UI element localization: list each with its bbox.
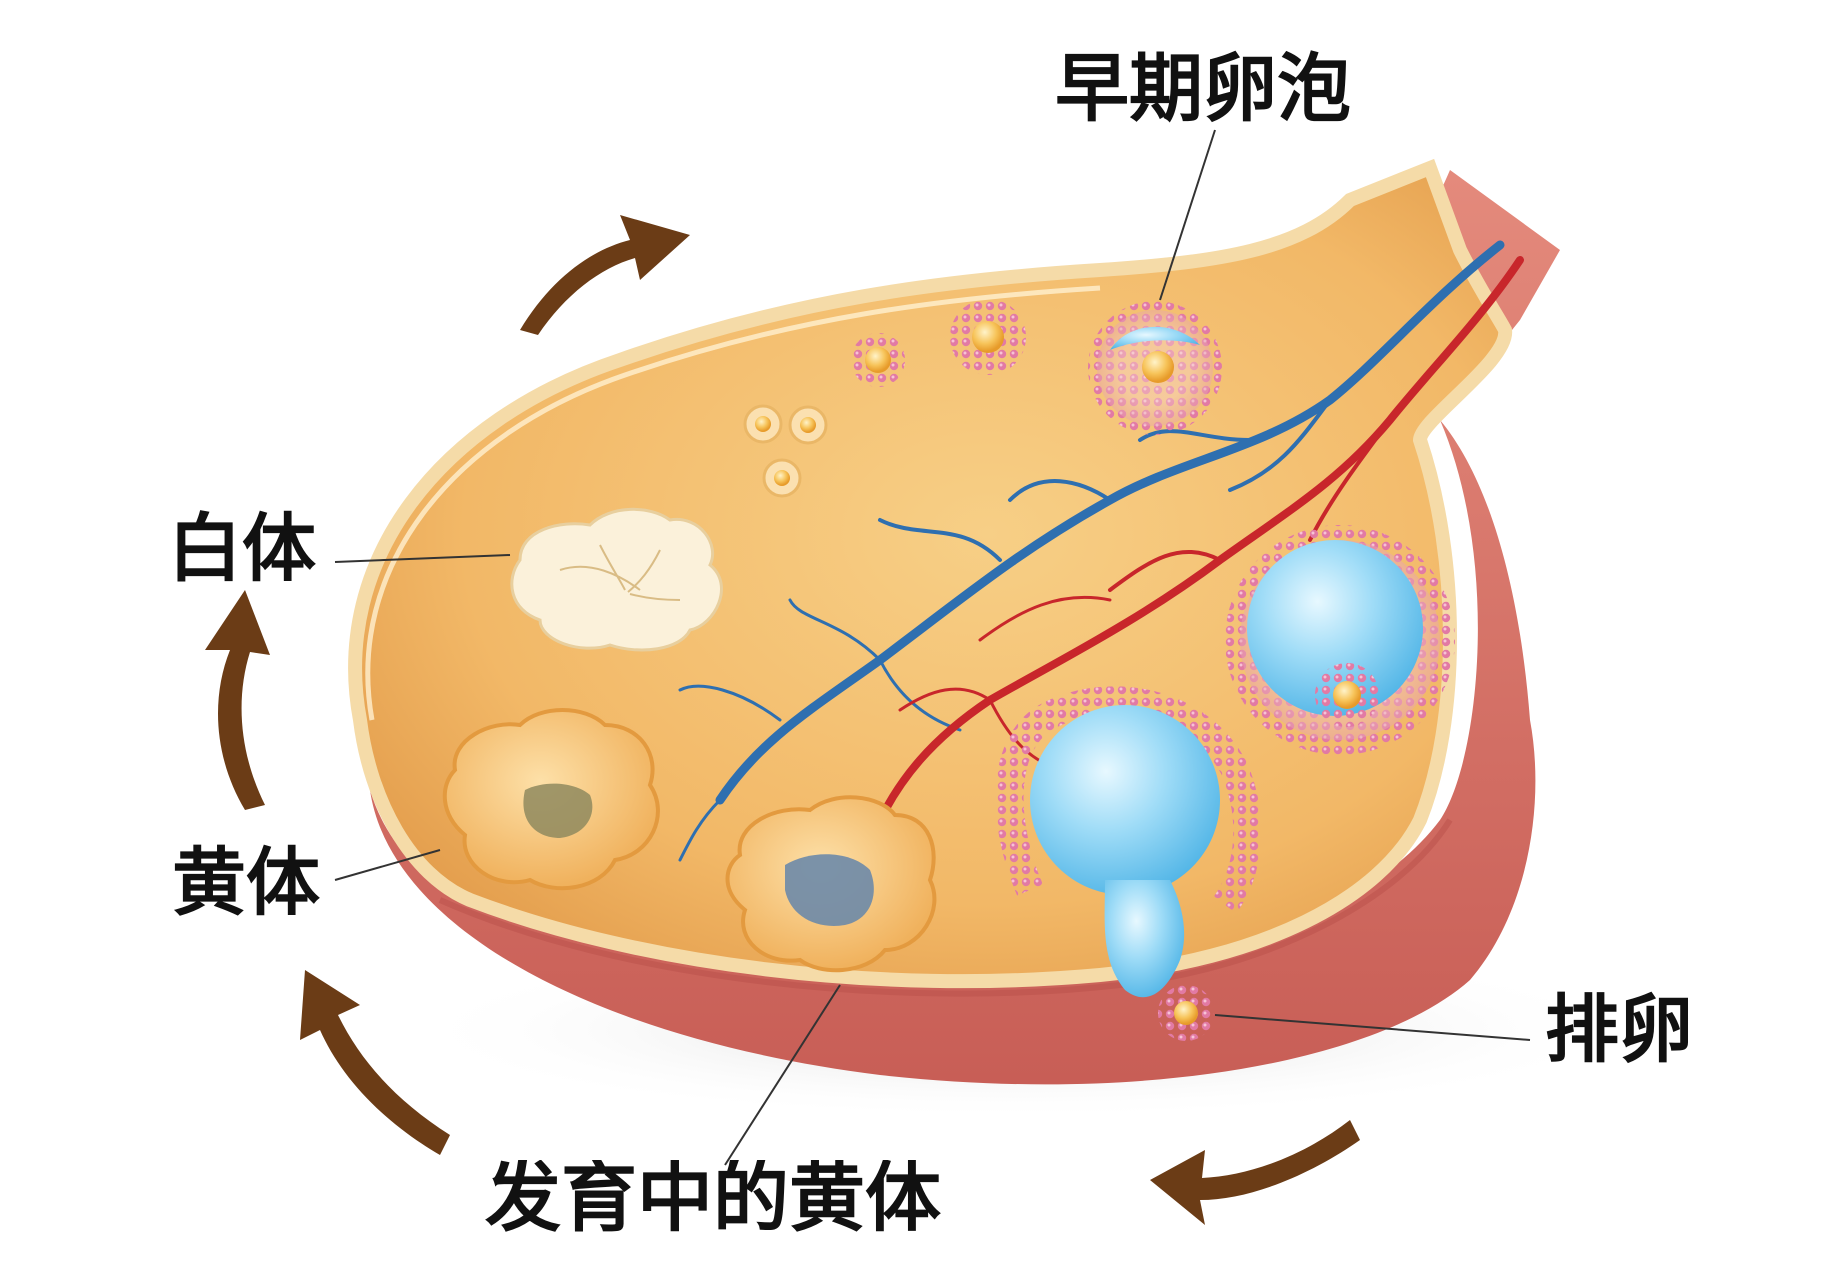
curved-arrow-icon: [520, 215, 690, 335]
primary-follicles: [851, 299, 1026, 387]
label-early-follicle: 早期卵泡: [1055, 46, 1351, 132]
curved-arrow-icon: [205, 590, 270, 810]
corpus-albicans: [510, 507, 723, 652]
corpus-luteum: [442, 708, 660, 891]
curved-arrow-icon: [300, 970, 450, 1155]
ovary-rim-highlight: [365, 285, 1101, 721]
label-ovulation: 排卵: [1545, 987, 1693, 1073]
label-corpus-luteum: 黄体: [172, 840, 320, 926]
primordial-follicles: [743, 404, 828, 498]
leader-lines: [334, 129, 1531, 1166]
curved-arrow-icon: [1150, 1120, 1360, 1225]
ovulating-follicle: [995, 686, 1262, 1041]
cycle-arrows: [205, 215, 1360, 1225]
ovary-wall-texture: [438, 818, 1453, 997]
developing-corpus-luteum: [725, 795, 937, 973]
label-developing-corpus-luteum: 发育中的黄体: [485, 1160, 941, 1240]
label-corpus-albicans: 白体: [168, 506, 316, 592]
early-follicle: [1088, 301, 1222, 435]
antral-follicle: [1225, 525, 1455, 755]
